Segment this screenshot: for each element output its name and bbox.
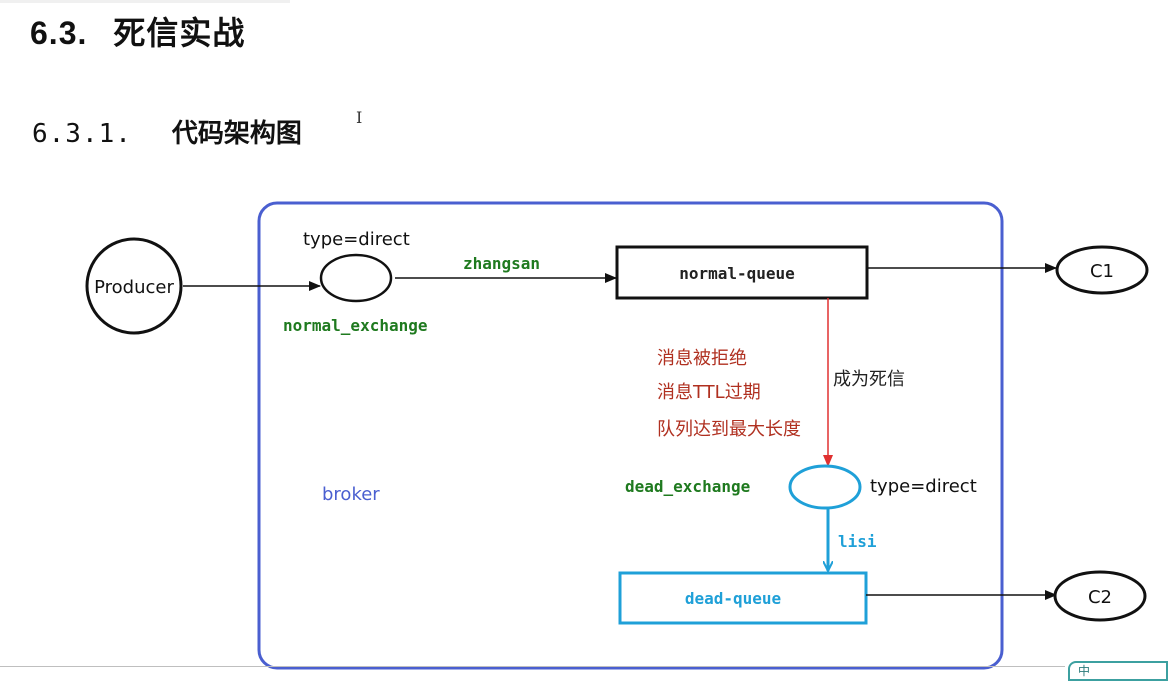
normal-exchange-node	[319, 253, 393, 303]
routing-key-zhangsan: zhangsan	[463, 254, 540, 273]
reason-rejected: 消息被拒绝	[657, 348, 747, 369]
becomes-dead-label: 成为死信	[833, 369, 905, 390]
subsection-heading: 6.3.1. 代码架构图	[32, 113, 302, 150]
broker-boundary	[257, 201, 1004, 670]
dead-exchange-node	[788, 464, 862, 510]
section-title: 死信实战	[113, 14, 246, 52]
dead-queue-label: dead-queue	[685, 589, 781, 608]
normal-exchange-type: type=direct	[303, 229, 410, 250]
dead-exchange-type: type=direct	[870, 476, 977, 497]
top-strip	[0, 0, 290, 3]
ime-toolbar[interactable]: 中	[1068, 661, 1168, 681]
producer-node	[85, 237, 183, 335]
consumer-c2-node	[1053, 570, 1147, 622]
dead-exchange-name: dead_exchange	[625, 477, 750, 496]
normal-exchange-name: normal_exchange	[283, 316, 428, 335]
subsection-title: 代码架构图	[171, 119, 302, 149]
page-bottom-rule	[0, 666, 1065, 667]
broker-label: broker	[322, 484, 380, 505]
consumer-c1-label: C1	[1090, 261, 1114, 282]
reason-max-length: 队列达到最大长度	[657, 419, 801, 440]
routing-key-lisi: lisi	[838, 532, 877, 551]
section-number: 6.3.	[30, 15, 88, 51]
consumer-c2-label: C2	[1088, 587, 1112, 608]
section-heading: 6.3. 死信实战	[30, 8, 245, 54]
producer-label: Producer	[94, 277, 174, 298]
normal-queue-label: normal-queue	[679, 264, 795, 283]
subsection-number: 6.3.1.	[32, 119, 132, 149]
normal-queue-box	[615, 245, 869, 300]
text-cursor-icon: I	[356, 108, 363, 127]
reason-ttl-expired: 消息TTL过期	[657, 382, 761, 403]
ime-label: 中	[1078, 664, 1091, 678]
dead-queue-box	[618, 571, 868, 625]
consumer-c1-node	[1055, 245, 1149, 295]
